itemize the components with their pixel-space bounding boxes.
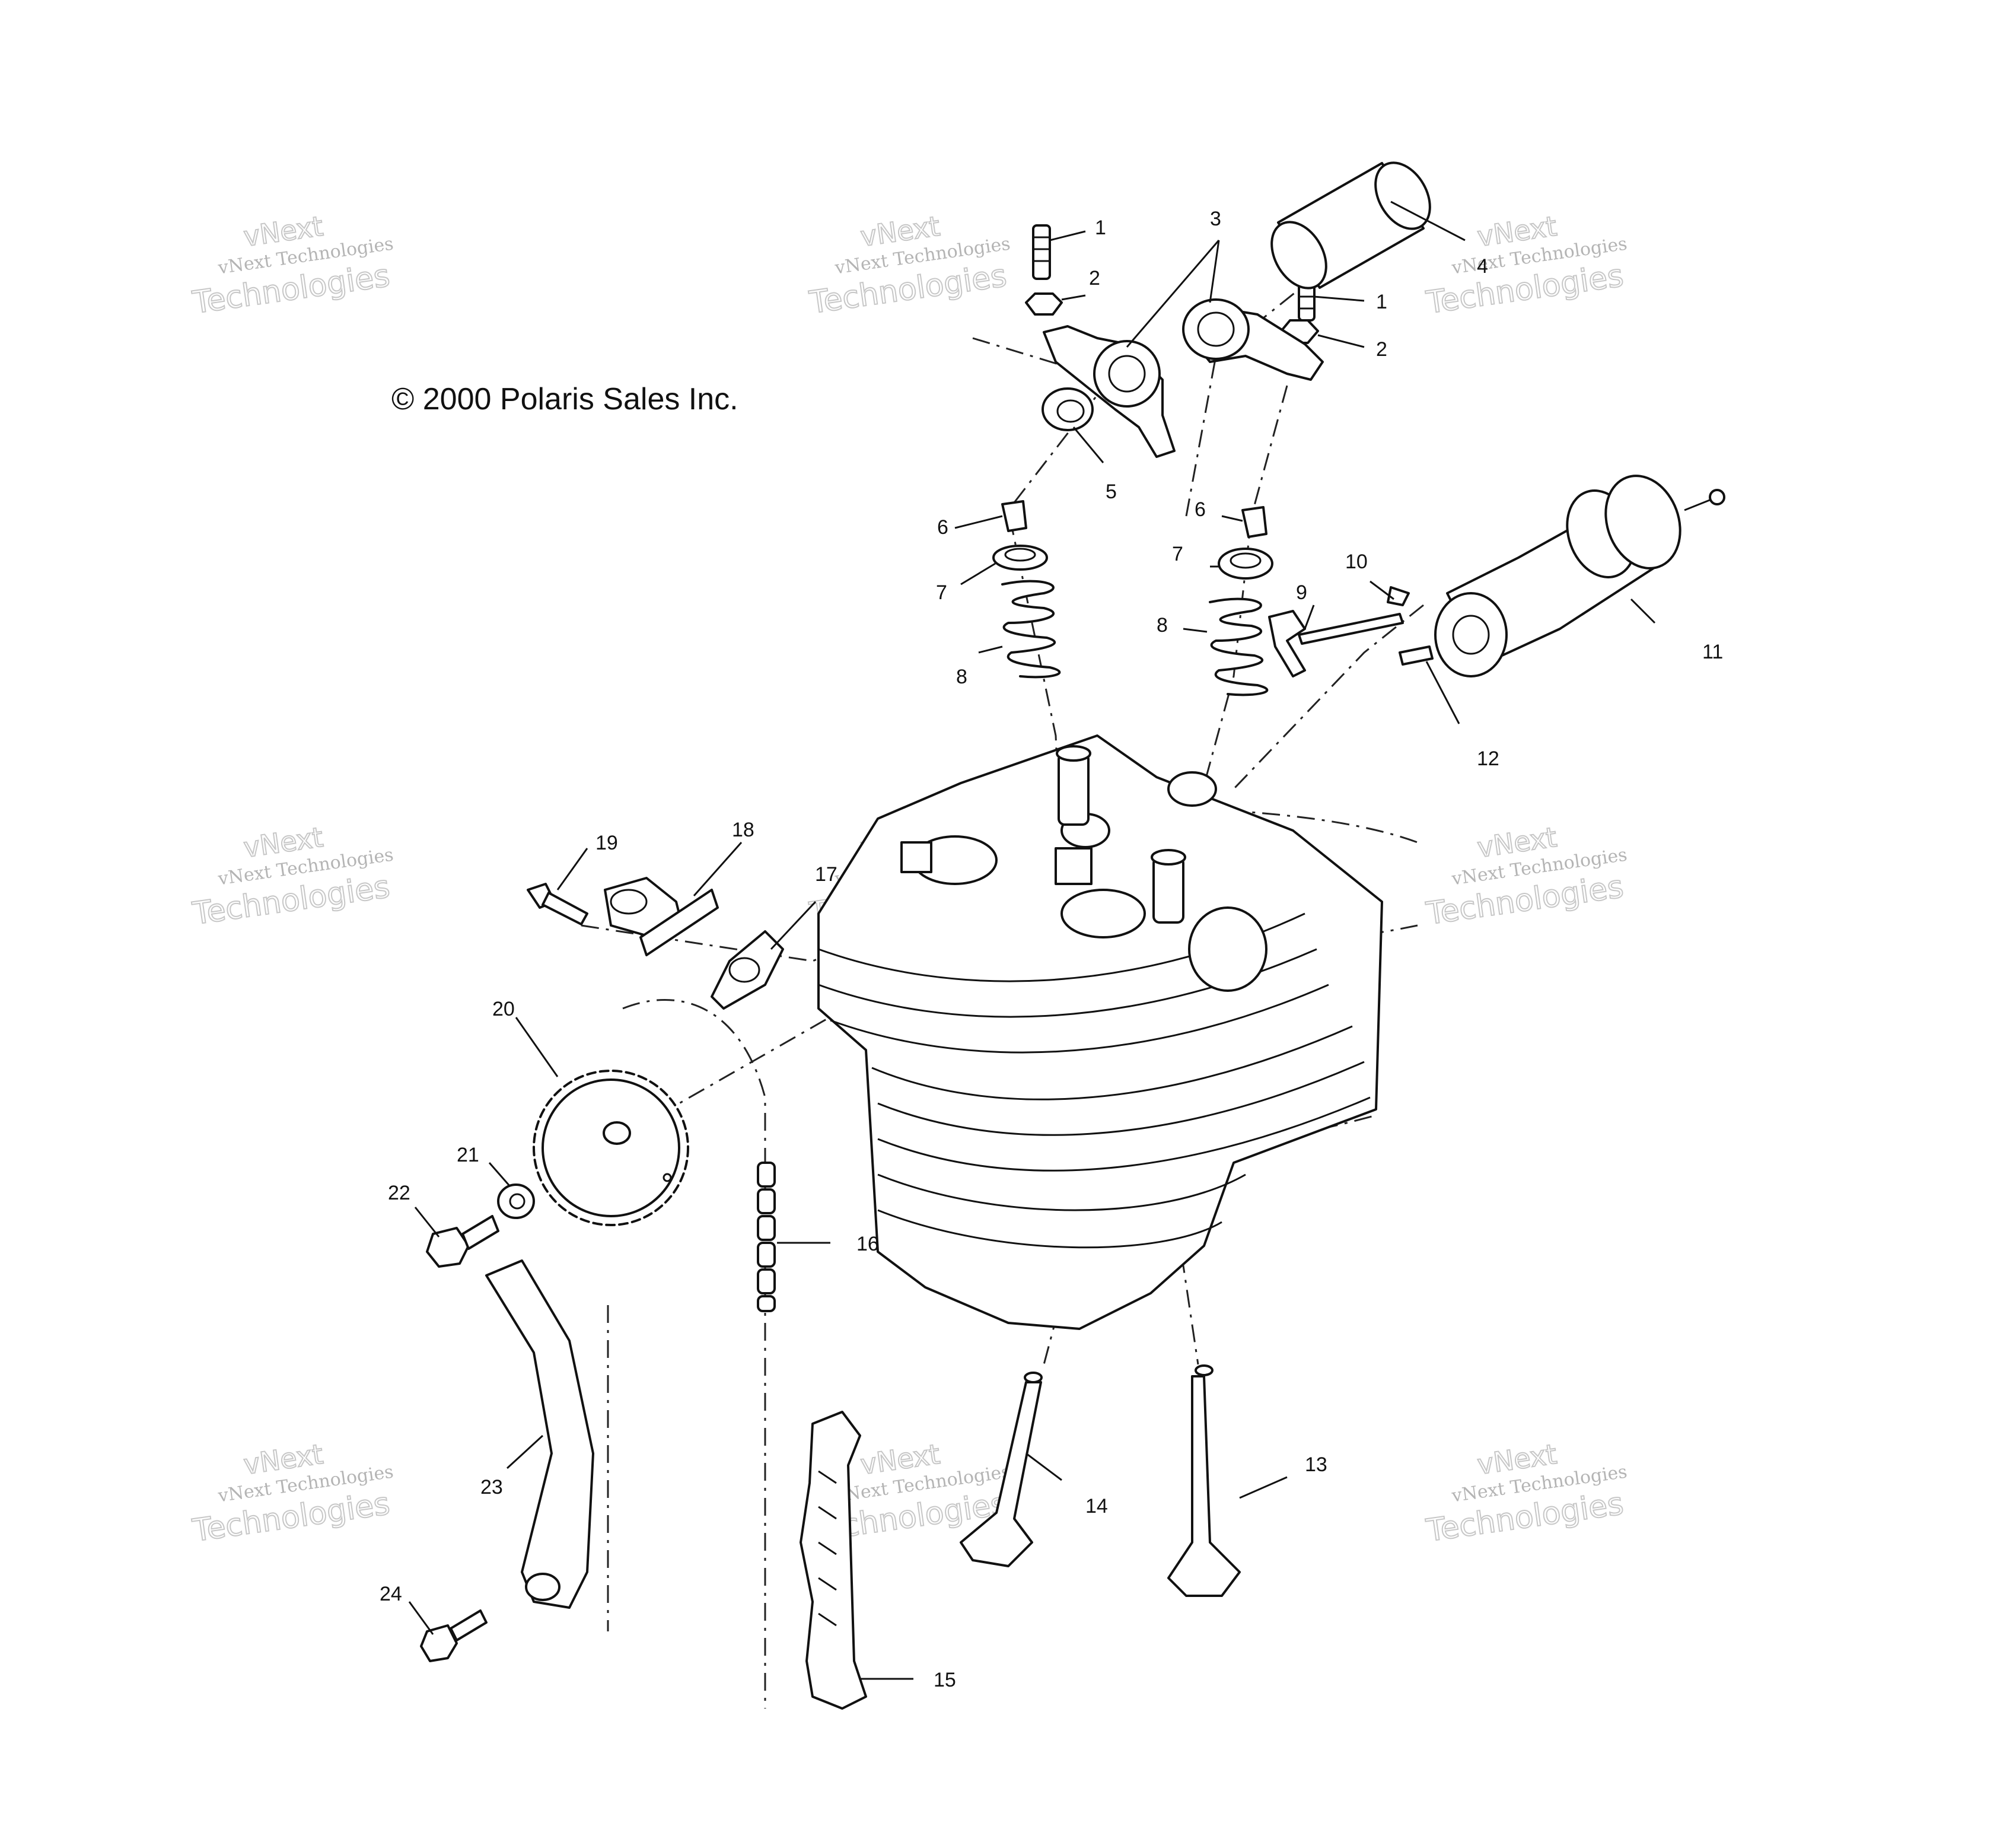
callout-7: 7 <box>1172 543 1183 565</box>
callout-2: 2 <box>1376 338 1387 361</box>
dowel-pin <box>1399 645 1434 666</box>
callout-13: 13 <box>1305 1453 1327 1476</box>
sprocket-washer <box>497 1183 535 1219</box>
callout-22: 22 <box>388 1182 410 1204</box>
decomp-spring <box>1387 586 1410 606</box>
copyright-text: © 2000 Polaris Sales Inc. <box>391 382 738 416</box>
exhaust-valve <box>1167 1364 1241 1597</box>
rocker-arm-right <box>1182 298 1324 381</box>
chain-tensioner <box>604 877 719 956</box>
lock-nut-left <box>1025 292 1063 316</box>
callout-23: 23 <box>480 1476 503 1499</box>
valve-stem-left <box>1056 745 1091 826</box>
callout-1: 1 <box>1095 217 1106 239</box>
valve-spring-right <box>1209 597 1269 696</box>
callout-1: 1 <box>1376 291 1387 313</box>
callout-18: 18 <box>732 819 754 841</box>
callout-2: 2 <box>1089 267 1100 289</box>
camshaft <box>1434 475 1725 677</box>
callout-20: 20 <box>492 998 515 1020</box>
guide-bolt <box>420 1609 488 1662</box>
cam-chain <box>757 1162 776 1312</box>
thrust-washer <box>1042 387 1094 431</box>
callout-15: 15 <box>934 1669 956 1691</box>
callout-16: 16 <box>856 1233 879 1255</box>
callout-12: 12 <box>1477 747 1499 770</box>
callout-10: 10 <box>1345 551 1368 573</box>
callout-8: 8 <box>956 666 967 688</box>
callout-24: 24 <box>380 1583 402 1605</box>
sprocket-bolt <box>426 1215 499 1268</box>
spring-retainer-right <box>1218 548 1273 580</box>
leader-lines <box>408 201 1656 1680</box>
callout-9: 9 <box>1296 581 1307 604</box>
callout-11: 11 <box>1702 641 1723 663</box>
callout-7: 7 <box>936 581 947 604</box>
tensioner-gasket <box>711 930 784 1010</box>
cylinder-head <box>817 734 1383 1330</box>
tensioner-bolt <box>527 883 588 925</box>
valve-stem-right <box>1151 849 1186 924</box>
callout-6: 6 <box>1195 498 1206 521</box>
spring-retainer-left <box>992 545 1048 571</box>
rocker-arm-left <box>1043 325 1176 458</box>
chain-guide <box>800 1411 867 1710</box>
callout-3: 3 <box>1210 208 1221 230</box>
rocker-shaft <box>1270 161 1431 289</box>
valve-spring-left <box>1001 580 1061 679</box>
callout-labels: 1 1 2 2 3 4 5 6 6 7 7 8 8 9 10 11 12 13 … <box>380 208 1723 1691</box>
valve-keeper-left <box>1001 500 1027 532</box>
intake-valve <box>960 1372 1043 1567</box>
callout-14: 14 <box>1085 1495 1108 1517</box>
callout-21: 21 <box>457 1144 479 1166</box>
callout-17: 17 <box>815 863 837 886</box>
callout-8: 8 <box>1157 614 1168 637</box>
rear-chain-guide <box>485 1259 594 1609</box>
adjuster-screw-left <box>1032 224 1051 280</box>
cam-sprocket <box>533 1070 689 1226</box>
valve-keeper-right <box>1241 506 1267 538</box>
decomp-lever <box>1268 610 1404 677</box>
callout-5: 5 <box>1106 481 1117 503</box>
callout-19: 19 <box>595 832 618 854</box>
callout-4: 4 <box>1477 255 1488 278</box>
callout-6: 6 <box>937 516 948 539</box>
